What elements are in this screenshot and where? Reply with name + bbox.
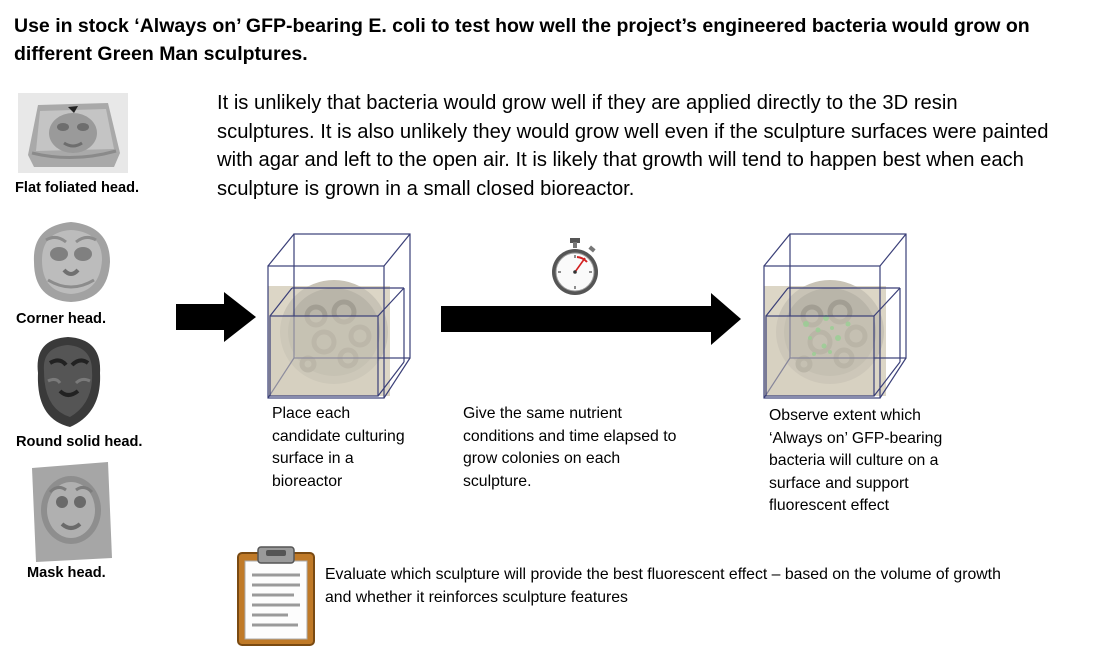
bioreactor-cube-icon — [763, 233, 907, 399]
page-title: Use in stock ‘Always on’ GFP-bearing E. … — [14, 15, 1030, 65]
sculpture-image-round-solid — [30, 333, 105, 431]
sculpture-label: Flat foliated head. — [15, 180, 140, 196]
sculpture-image-flat-foliated — [18, 93, 128, 173]
sculpture-label: Corner head. — [16, 311, 107, 327]
sculpture-image-corner — [26, 214, 116, 308]
step-observe-text: Observe extent which ‘Always on’ GFP-bea… — [769, 407, 943, 514]
bioreactor-cube-icon — [267, 233, 411, 399]
clipboard-icon — [237, 546, 315, 646]
right-arrow-icon — [176, 292, 256, 342]
step-place-text: Place each candidate culturing surface i… — [272, 405, 405, 490]
sculpture-label: Round solid head. — [16, 434, 143, 450]
hypothesis-text: It is unlikely that bacteria would grow … — [217, 92, 1049, 200]
sculpture-label: Mask head. — [27, 565, 106, 581]
right-arrow-icon — [441, 293, 741, 345]
evaluation-text: Evaluate which sculpture will provide th… — [325, 566, 1001, 606]
stopwatch-icon — [552, 238, 598, 295]
step-grow-text: Give the same nutrient conditions and ti… — [463, 405, 677, 490]
sculpture-image-mask — [28, 458, 113, 562]
